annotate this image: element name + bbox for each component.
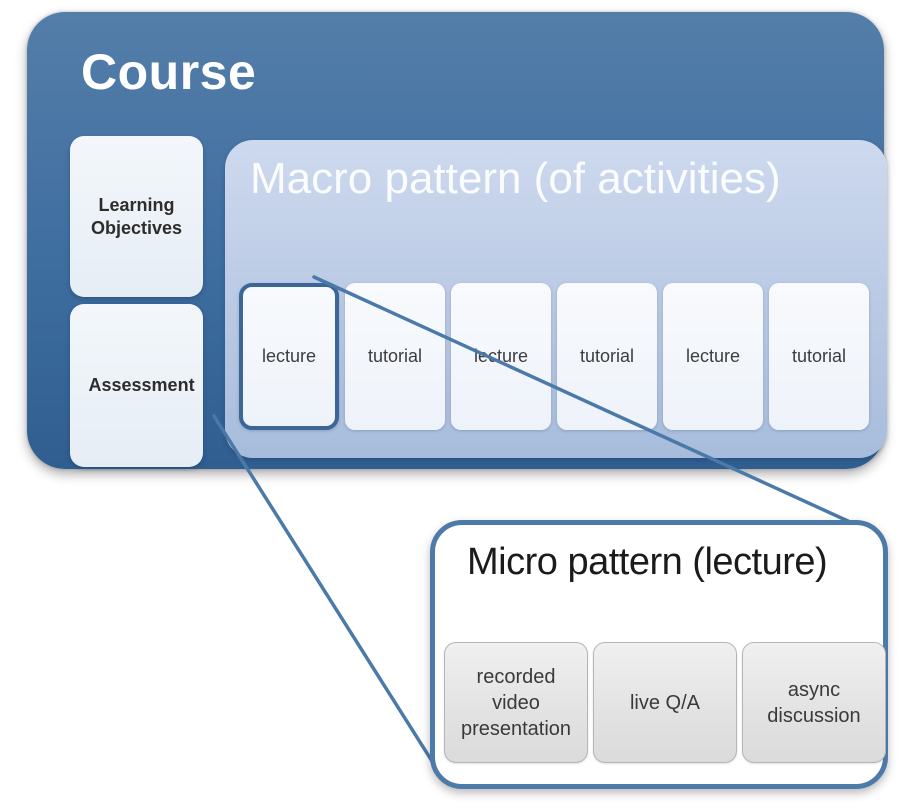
activity-box-tutorial: tutorial (769, 283, 869, 430)
activity-row: lecture tutorial lecture tutorial lectur… (239, 283, 869, 430)
activity-box-lecture-selected: lecture (239, 283, 339, 430)
macro-pattern-box: Macro pattern (of activities) lecture tu… (225, 140, 887, 458)
activity-box-tutorial: tutorial (345, 283, 445, 430)
micro-item-label: async discussion (767, 678, 861, 727)
micro-pattern-title: Micro pattern (lecture) (467, 541, 828, 583)
micro-item-row: recorded video presentation live Q/A asy… (444, 642, 886, 763)
macro-pattern-title: Macro pattern (of activities) (250, 154, 781, 203)
micro-item-recorded-video: recorded video presentation (444, 642, 588, 763)
assessment-label: Assessment (88, 375, 195, 396)
learning-objectives-box: Learning Objectives (70, 136, 203, 297)
assessment-box: Assessment (70, 304, 203, 467)
activity-label: lecture (473, 346, 529, 366)
activity-label: lecture (685, 346, 741, 366)
micro-item-live-qa: live Q/A (593, 642, 737, 763)
course-title: Course (81, 44, 257, 100)
micro-item-async-discussion: async discussion (742, 642, 886, 763)
activity-label: lecture (261, 346, 317, 366)
micro-pattern-box: Micro pattern (lecture) recorded video p… (430, 520, 888, 789)
activity-box-lecture: lecture (451, 283, 551, 430)
learning-objectives-label: Learning Objectives (90, 195, 183, 238)
activity-label: tutorial (579, 346, 635, 366)
micro-item-label: recorded video presentation (460, 665, 572, 740)
activity-label: tutorial (367, 346, 423, 366)
activity-label: tutorial (791, 346, 847, 366)
activity-box-tutorial: tutorial (557, 283, 657, 430)
micro-item-label: live Q/A (629, 691, 701, 714)
activity-box-lecture: lecture (663, 283, 763, 430)
course-box: Course Learning Objectives Assessment Ma… (27, 12, 887, 469)
